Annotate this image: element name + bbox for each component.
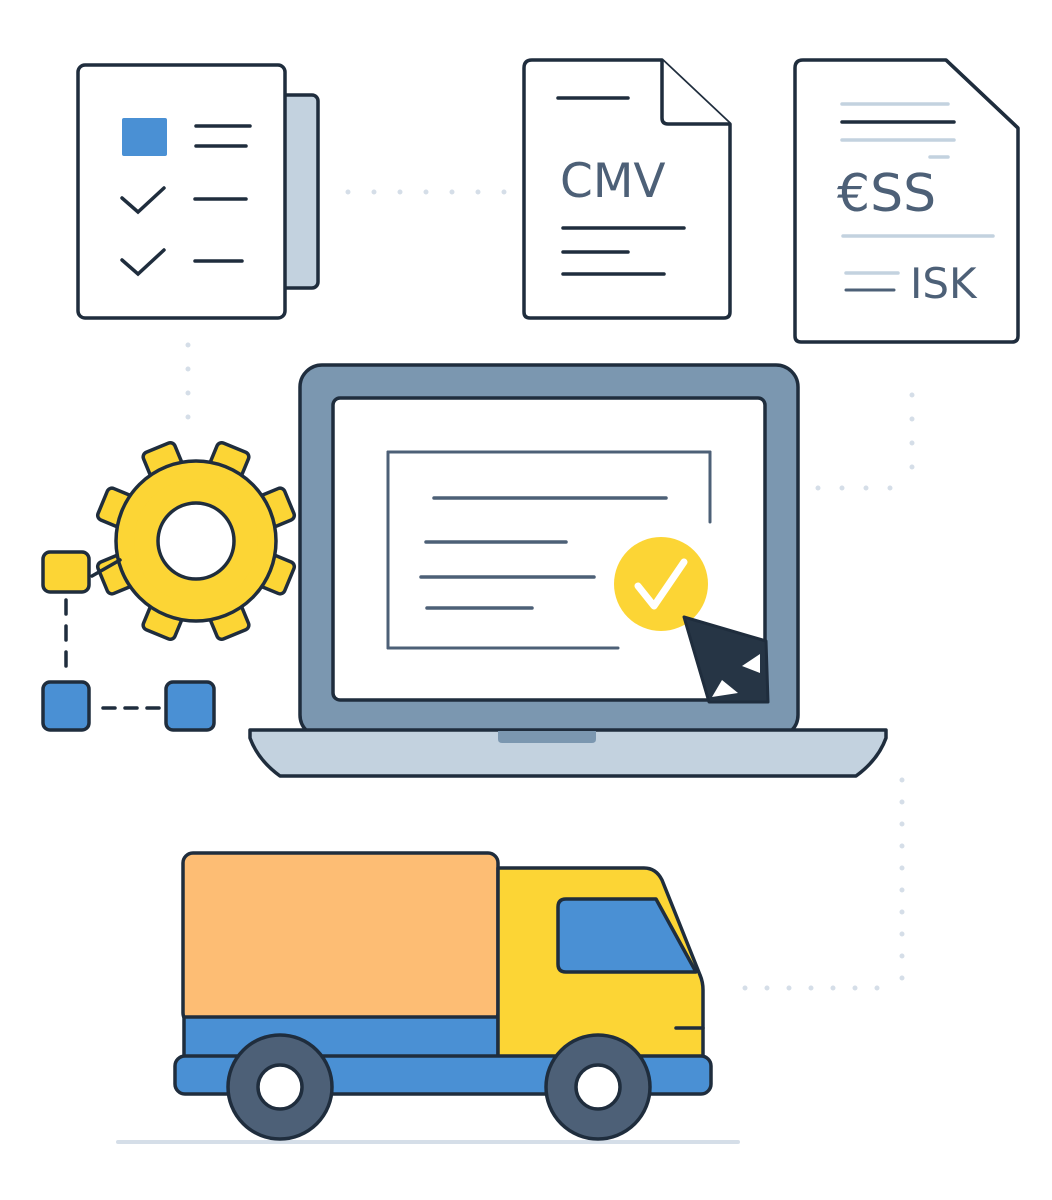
checklist-front-page (76, 63, 287, 320)
laptop (248, 363, 888, 778)
isk-label: ISK (910, 259, 978, 308)
wheel-hub (256, 1063, 304, 1111)
node-blue (41, 680, 91, 732)
node-yellow (41, 550, 91, 594)
screen-document-card (386, 450, 712, 650)
checkmark-icon (120, 248, 166, 277)
cmv-label: CMV (560, 154, 666, 209)
checklist-document (76, 63, 320, 320)
cursor-arrow (682, 615, 770, 704)
node-connector (90, 558, 122, 578)
truck-wheel (544, 1033, 652, 1141)
truck-wheel (226, 1033, 334, 1141)
check-icon (634, 558, 688, 610)
cargo-box (181, 851, 500, 1025)
delivery-truck (116, 851, 740, 1144)
node-blue (164, 680, 216, 732)
cab-window (556, 897, 698, 974)
connector-dots (185, 189, 915, 991)
laptop-base (248, 728, 888, 778)
page-fold-edge (944, 58, 1020, 130)
wheel-hub (574, 1063, 622, 1111)
cmv-document: CMV (522, 58, 732, 320)
laptop-trackpad-notch (498, 731, 596, 743)
checklist-filled-box (122, 118, 167, 156)
cursor-highlight (712, 680, 738, 697)
cursor-icon (682, 615, 770, 704)
gear-icon (95, 440, 297, 642)
currency-label: €SS (837, 164, 936, 224)
currency-document: €SS ISK (793, 58, 1020, 344)
gear-hole (156, 501, 236, 581)
approved-badge (614, 537, 708, 631)
node-diagram (41, 550, 216, 732)
checkmark-icon (120, 186, 166, 215)
cursor-highlight (742, 654, 760, 673)
page-fold-corner (660, 60, 730, 126)
